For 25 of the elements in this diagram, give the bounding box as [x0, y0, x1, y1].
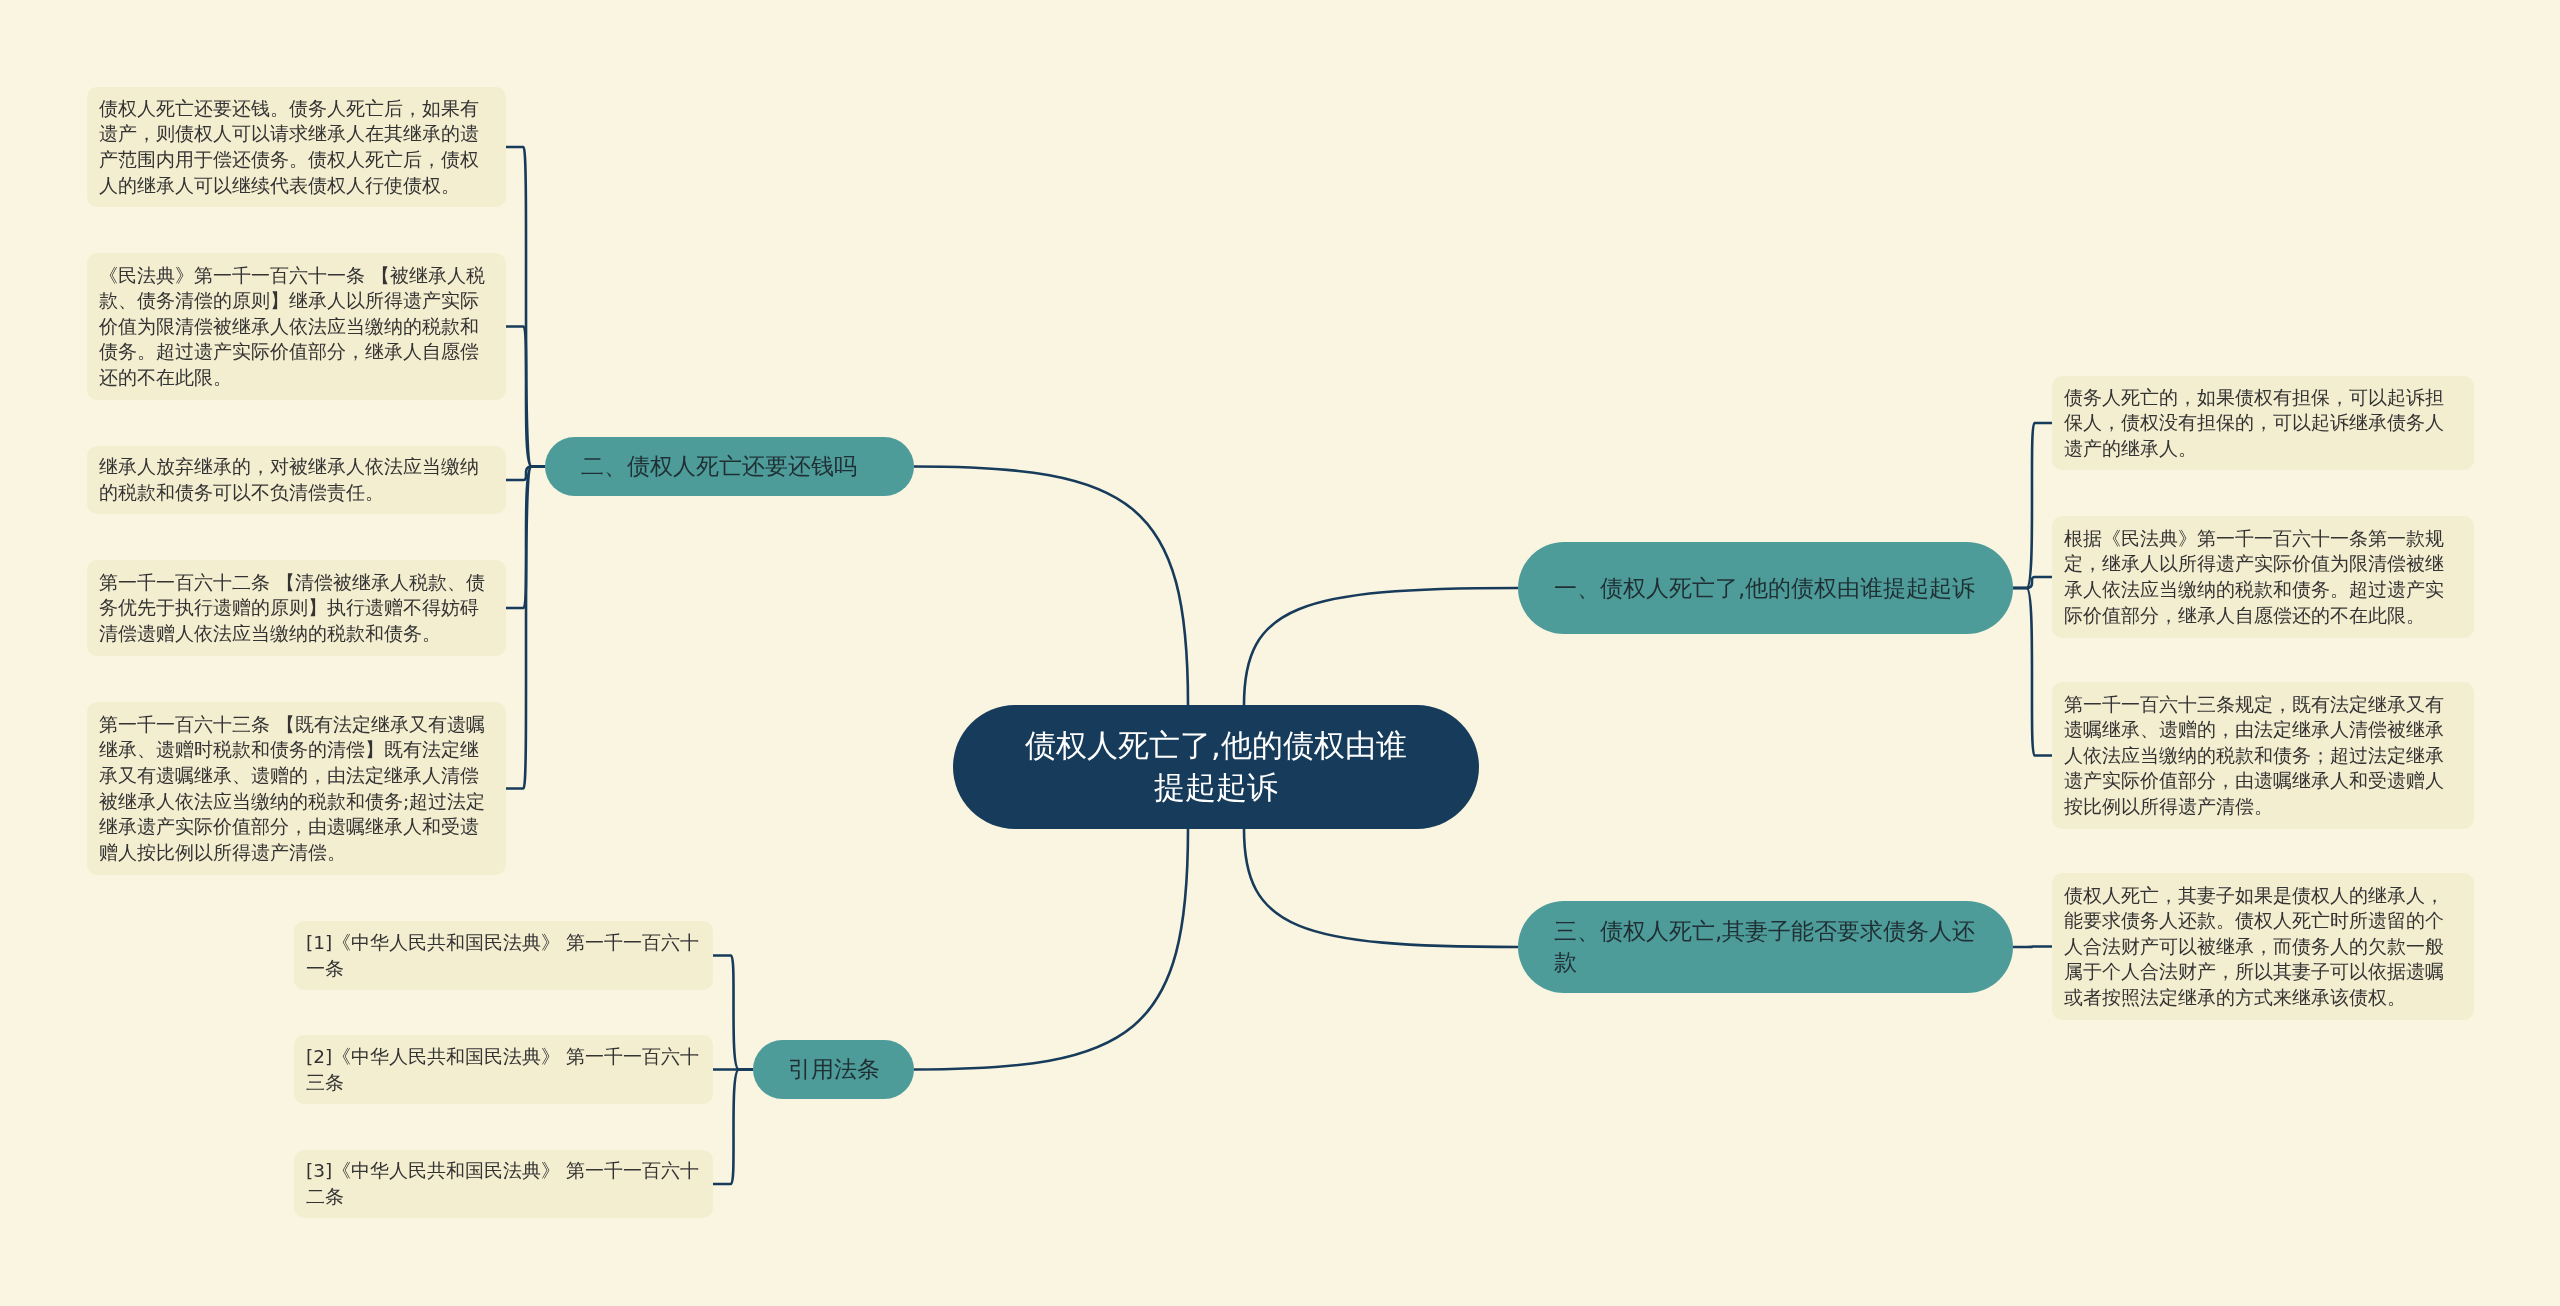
- connector-line: [914, 828, 1190, 1071]
- detail-note: 《民法典》第一千一百六十一条 【被继承人税款、债务清偿的原则】继承人以所得遗产实际价值为限清偿被继承人依法应当缴纳的税款和债务。超过遗产实际价值部分，继承人自愿偿还的不在此限。: [87, 253, 506, 400]
- branch-topic: 一、债权人死亡了,他的债权由谁提起起诉: [1518, 542, 2013, 634]
- connector-line: [2013, 586, 2052, 757]
- detail-note: 第一千一百六十二条 【清偿被继承人税款、债务优先于执行遗赠的原则】执行遗赠不得妨碍清偿遗赠人依法应当缴纳的税款和债务。: [87, 560, 506, 656]
- detail-note: [1]《中华人民共和国民法典》 第一千一百六十一条: [294, 921, 713, 990]
- detail-note: 债权人死亡还要还钱。债务人死亡后，如果有遗产，则债权人可以请求继承人在其继承的遗产范围内用于偿还债务。债权人死亡后，债权人的继承人可以继续代表债权人行使债权。: [87, 87, 506, 207]
- detail-note: [3]《中华人民共和国民法典》 第一千一百六十二条: [294, 1150, 713, 1218]
- connector-line: [1242, 828, 1518, 949]
- detail-note: 继承人放弃继承的，对被继承人依法应当缴纳的税款和债务可以不负清偿责任。: [87, 446, 506, 514]
- detail-note: 债权人死亡，其妻子如果是债权人的继承人，能要求债务人还款。债权人死亡时所遗留的个人合法财产可以被继承，而债务人的欠款一般属于个人合法财产，所以其妻子可以依据遗嘱或者按照法定继承的方式来继承该债权。: [2052, 873, 2474, 1020]
- connector-line: [1242, 586, 1518, 706]
- central-topic: 债权人死亡了,他的债权由谁提起起诉: [953, 705, 1479, 829]
- branch-topic: 引用法条: [753, 1040, 914, 1099]
- branch-topic: 三、债权人死亡,其妻子能否要求债务人还款: [1518, 901, 2013, 993]
- connector-line: [914, 465, 1190, 706]
- detail-note: 根据《民法典》第一千一百六十一条第一款规定，继承人以所得遗产实际价值为限清偿被继承人依法应当缴纳的税款和债务。超过遗产实际价值部分，继承人自愿偿还的不在此限。: [2052, 516, 2474, 638]
- connector-line: [2013, 945, 2052, 949]
- detail-note: [2]《中华人民共和国民法典》 第一千一百六十三条: [294, 1035, 713, 1104]
- connector-line: [506, 465, 545, 790]
- detail-note: 债务人死亡的，如果债权有担保，可以起诉担保人，债权没有担保的，可以起诉继承债务人遗产的继承人。: [2052, 376, 2474, 470]
- detail-note: 第一千一百六十三条 【既有法定继承又有遗嘱继承、遗赠时税款和债务的清偿】既有法定继承又有遗嘱继承、遗赠的，由法定继承人清偿被继承人依法应当缴纳的税款和债务;超过法定继承遗产实际价值部分，由遗嘱继承人和受遗赠人按比例以所得遗产清偿。: [87, 702, 506, 875]
- connector-line: [713, 1068, 753, 1186]
- branch-topic: 二、债权人死亡还要还钱吗: [545, 437, 914, 496]
- detail-note: 第一千一百六十三条规定，既有法定继承又有遗嘱继承、遗赠的，由法定继承人清偿被继承人依法应当缴纳的税款和债务；超过法定继承遗产实际价值部分，由遗嘱继承人和受遗赠人按比例以所得遗产清偿。: [2052, 682, 2474, 829]
